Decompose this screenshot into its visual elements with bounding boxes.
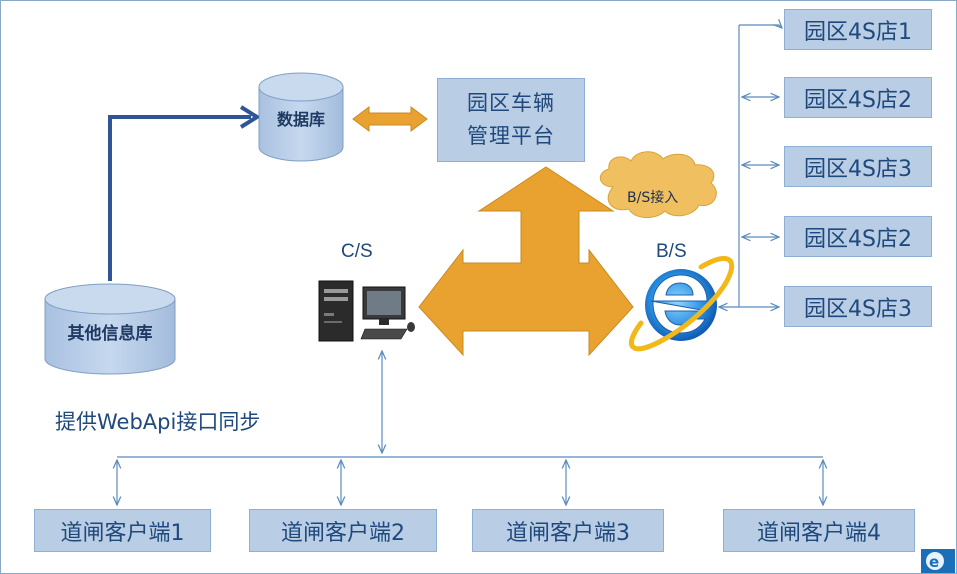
vehicle-platform-box: 园区车辆 管理平台 xyxy=(437,78,585,162)
client-connectors xyxy=(117,351,823,505)
store-box: 园区4S店2 xyxy=(784,216,932,257)
gate-client-box: 道闸客户端4 xyxy=(723,509,915,552)
logo-e-icon: e xyxy=(921,549,955,573)
gate-client-box: 道闸客户端1 xyxy=(34,509,211,552)
browser-e-icon xyxy=(629,256,735,352)
bs-access-cloud xyxy=(599,151,717,218)
bs-access-label: B/S接入 xyxy=(627,190,679,206)
db-platform-double-arrow xyxy=(352,106,428,132)
three-way-arrow xyxy=(418,166,634,357)
platform-label-line2: 管理平台 xyxy=(467,124,555,148)
store-box: 园区4S店3 xyxy=(784,146,932,187)
gate-client-box: 道闸客户端3 xyxy=(472,509,664,552)
store-box: 园区4S店1 xyxy=(784,9,932,50)
sync-connector xyxy=(108,105,259,281)
bs-label: B/S xyxy=(656,241,687,262)
other-info-label: 其他信息库 xyxy=(67,324,153,344)
database-label: 数据库 xyxy=(276,110,325,129)
store-box: 园区4S店2 xyxy=(784,77,932,118)
webapi-label: 提供WebApi接口同步 xyxy=(55,410,261,434)
store-box: 园区4S店3 xyxy=(784,286,932,327)
svg-text:e: e xyxy=(929,553,939,571)
database-cylinder xyxy=(258,72,344,162)
other-info-cylinder xyxy=(44,283,176,375)
computer-icon xyxy=(318,280,415,342)
cs-label: C/S xyxy=(341,241,373,262)
store-connectors xyxy=(719,25,782,307)
platform-label-line1: 园区车辆 xyxy=(467,91,555,115)
gate-client-box: 道闸客户端2 xyxy=(249,509,437,552)
